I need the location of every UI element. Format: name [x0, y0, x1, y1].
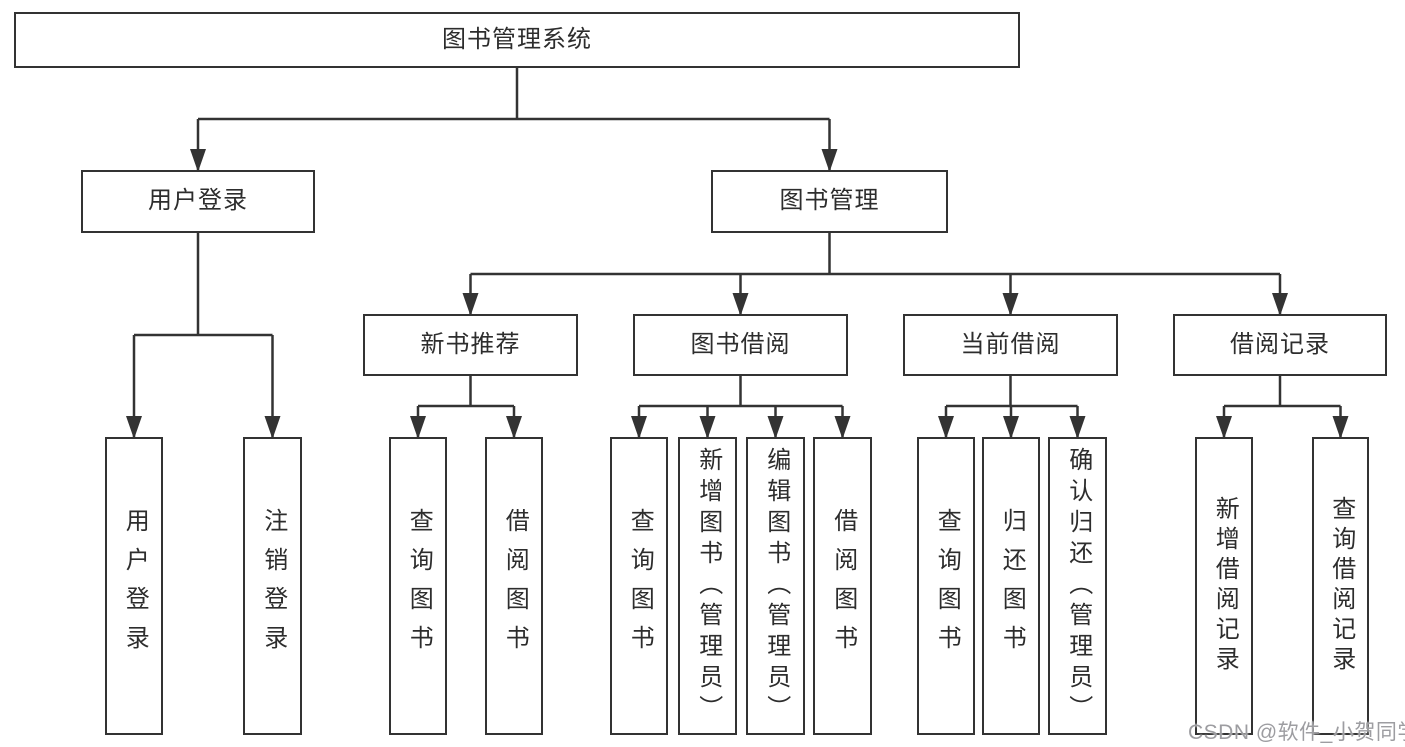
- node-mgmt: 图书管理: [711, 170, 948, 233]
- node-label-bookbor: 图书借阅: [690, 330, 791, 358]
- node-label-editbook: 编辑图书（管理员）: [762, 446, 790, 726]
- node-label-borrow1: 借阅图书: [501, 508, 529, 664]
- node-editbook: 编辑图书（管理员）: [746, 437, 805, 735]
- node-label-curbor: 当前借阅: [960, 330, 1061, 358]
- node-confirm: 确认归还（管理员）: [1048, 437, 1107, 735]
- node-userlogin: 用户登录: [105, 437, 163, 735]
- node-borrec: 借阅记录: [1173, 314, 1387, 376]
- node-label-return: 归还图书: [998, 508, 1026, 664]
- node-login: 用户登录: [81, 170, 315, 233]
- node-query2: 查询图书: [610, 437, 668, 735]
- node-label-logout: 注销登录: [259, 508, 287, 664]
- node-curbor: 当前借阅: [903, 314, 1118, 376]
- node-query3: 查询图书: [917, 437, 975, 735]
- node-label-query2: 查询图书: [626, 508, 654, 664]
- node-label-addrec: 新增借阅记录: [1211, 496, 1239, 676]
- node-root: 图书管理系统: [14, 12, 1020, 68]
- node-newbook: 新书推荐: [363, 314, 578, 376]
- node-addbook: 新增图书（管理员）: [678, 437, 737, 735]
- node-label-query3: 查询图书: [933, 508, 961, 664]
- node-label-root: 图书管理系统: [442, 25, 592, 53]
- node-label-query1: 查询图书: [405, 508, 433, 664]
- csdn-watermark: CSDN @软件_小贺同学: [1188, 721, 1405, 744]
- node-logout: 注销登录: [243, 437, 302, 735]
- node-label-confirm: 确认归还（管理员）: [1064, 446, 1092, 726]
- node-label-userlogin: 用户登录: [121, 508, 149, 664]
- node-label-addbook: 新增图书（管理员）: [694, 446, 722, 726]
- node-addrec: 新增借阅记录: [1195, 437, 1253, 735]
- node-query1: 查询图书: [389, 437, 447, 735]
- node-label-newbook: 新书推荐: [420, 330, 521, 358]
- node-label-mgmt: 图书管理: [779, 187, 880, 215]
- node-bookbor: 图书借阅: [633, 314, 848, 376]
- node-borrow2: 借阅图书: [813, 437, 872, 735]
- node-label-queryrec: 查询借阅记录: [1327, 496, 1355, 676]
- node-queryrec: 查询借阅记录: [1312, 437, 1369, 735]
- node-label-login: 用户登录: [148, 187, 248, 215]
- node-label-borrec: 借阅记录: [1230, 330, 1330, 358]
- node-return: 归还图书: [982, 437, 1040, 735]
- node-borrow1: 借阅图书: [485, 437, 543, 735]
- node-label-borrow2: 借阅图书: [829, 508, 857, 664]
